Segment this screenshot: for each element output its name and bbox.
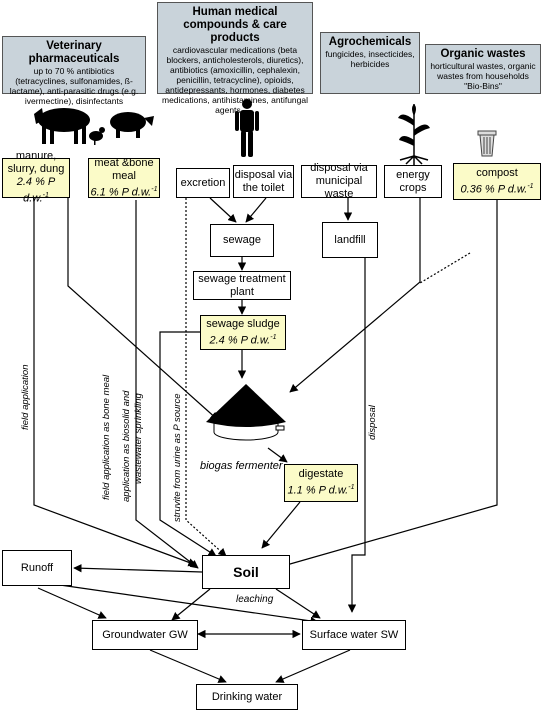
plant-icon <box>398 104 430 165</box>
manure-box: manure, slurry, dung 2.4 % P d.w.-1 <box>2 150 70 205</box>
human-title: Human medical compounds & care products <box>183 6 287 44</box>
municipal-waste-box: disposal via municipal waste <box>301 162 377 200</box>
human-figure-icon <box>235 99 259 157</box>
veterinary-header: Veterinary pharmaceuticals up to 70 % an… <box>2 36 146 106</box>
digestate-value: 1.1 % P d.w.-1 <box>287 484 355 497</box>
compost-box: compost 0.36 % P d.w.-1 <box>453 163 541 200</box>
bin-icon <box>477 130 497 157</box>
cow-icon <box>34 108 90 144</box>
leaching-label: leaching <box>236 594 274 605</box>
runoff-box: Runoff <box>2 550 72 586</box>
soil-box: Soil <box>202 555 290 589</box>
landfill-box: landfill <box>322 222 378 258</box>
sewage-sludge-box: sewage sludge 2.4 % P d.w.-1 <box>200 315 286 350</box>
struvite-label: struvite from urine as P source <box>172 393 183 522</box>
biosolid-label-line1: application as biosolid and <box>121 390 132 502</box>
digestate-box: digestate 1.1 % P d.w.-1 <box>284 464 358 502</box>
organic-text: horticultural wastes, organic wastes fro… <box>430 61 536 91</box>
surface-water-box: Surface water SW <box>302 620 406 650</box>
biogas-fermenter-label: biogas fermenter <box>200 460 283 472</box>
bone-meal-label: field application as bone meal <box>101 374 112 500</box>
meat-value: 6.1 % P d.w.-1 <box>90 185 158 199</box>
field-application-label: field application <box>20 364 31 431</box>
digestate-label: digestate <box>298 468 344 481</box>
agro-header: Agrochemicals fungicides, insecticides, … <box>320 32 420 94</box>
manure-label: manure, slurry, dung <box>7 150 65 176</box>
sludge-label: sewage sludge <box>206 317 280 330</box>
human-header: Human medical compounds & care products … <box>157 2 313 115</box>
compost-label: compost <box>476 166 518 179</box>
biogas-fermenter-icon <box>206 384 286 441</box>
manure-value: 2.4 % P d.w.-1 <box>16 176 56 205</box>
disposal-label: disposal <box>367 405 378 440</box>
chicken-icon <box>89 127 105 145</box>
drinking-water-box: Drinking water <box>196 684 298 710</box>
biosolid-label-line2: wastewater sprinkling <box>133 393 144 484</box>
groundwater-box: Groundwater GW <box>92 620 198 650</box>
energy-crops-box: energy crops <box>384 165 442 198</box>
veterinary-text: up to 70 % antibiotics (tetracyclines, s… <box>9 66 139 106</box>
agro-title: Agrochemicals <box>328 36 412 48</box>
toilet-box: disposal via the toilet <box>233 165 294 198</box>
treatment-plant-box: sewage treatment plant <box>193 271 291 300</box>
pig-icon <box>110 112 154 138</box>
livestock-icons <box>34 108 154 145</box>
human-text: cardiovascular medications (beta blocker… <box>162 45 308 115</box>
sewage-box: sewage <box>210 224 274 257</box>
organic-header: Organic wastes horticultural wastes, org… <box>425 44 541 94</box>
agro-text: fungicides, insecticides, herbicides <box>325 49 415 69</box>
veterinary-title: Veterinary pharmaceuticals <box>28 40 120 65</box>
sludge-value: 2.4 % P d.w.-1 <box>209 333 277 347</box>
compost-value: 0.36 % P d.w.-1 <box>460 182 534 196</box>
meat-bone-meal-box: meat &bone meal 6.1 % P d.w.-1 <box>88 156 160 199</box>
organic-title: Organic wastes <box>440 48 526 60</box>
meat-label: meat &bone meal <box>94 156 154 182</box>
excretion-box: excretion <box>176 168 230 198</box>
